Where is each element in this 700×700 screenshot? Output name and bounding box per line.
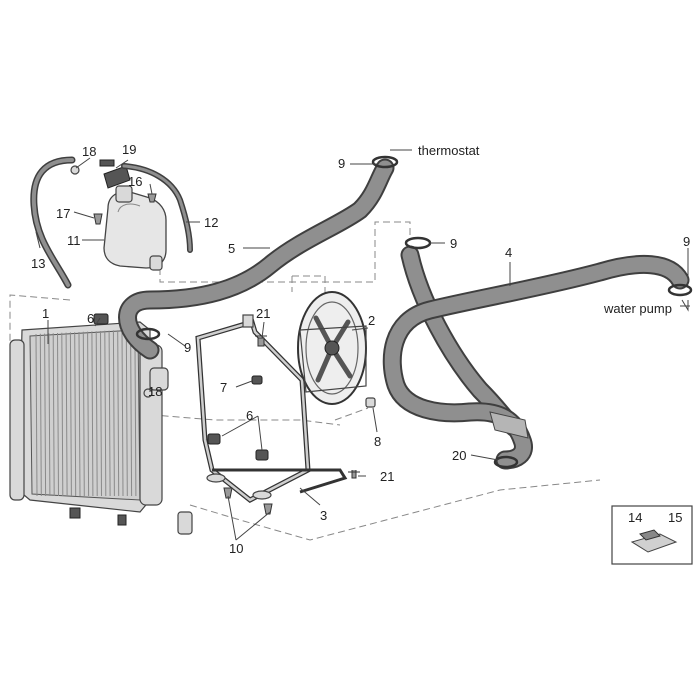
label-part-12: 12 — [204, 215, 218, 230]
radiator — [9, 321, 193, 535]
label-part-10: 10 — [229, 541, 243, 556]
hose-4 — [382, 245, 690, 470]
label-part-18-tank: 18 — [82, 144, 96, 159]
screw-10-left — [223, 487, 233, 499]
radiator-core-fins — [35, 329, 137, 497]
label-part-6-frame: 6 — [246, 408, 253, 423]
label-part-9-water-pump: 9 — [683, 234, 690, 249]
inset-detail-box — [611, 505, 693, 565]
label-part-21-top: 21 — [256, 306, 270, 321]
callout-thermostat: thermostat — [418, 143, 480, 158]
clamp-9-water-pump — [667, 283, 693, 297]
radiator-fin — [78, 331, 81, 497]
label-part-18-radiator: 18 — [148, 384, 162, 399]
radiator-fin — [57, 332, 59, 497]
radiator-fin — [108, 330, 111, 497]
label-part-11: 11 — [67, 233, 81, 248]
rubber-grommet-6b — [255, 449, 269, 461]
label-part-7: 7 — [220, 380, 227, 395]
label-part-19: 19 — [122, 142, 136, 157]
radiator-fin — [39, 333, 42, 497]
screw-21-bottom — [348, 470, 360, 479]
radiator-fin — [104, 330, 107, 497]
breather-hose-12 — [121, 163, 193, 253]
radiator-fin — [44, 333, 47, 497]
label-part-21-bottom: 21 — [380, 469, 394, 484]
label-part-9-hose4: 9 — [450, 236, 457, 251]
radiator-fin — [134, 329, 137, 497]
spacer-8 — [365, 397, 376, 408]
radiator-fin — [74, 332, 77, 497]
screw-17 — [93, 213, 103, 225]
part-labels: 1 2 3 4 5 6 6 7 8 9 9 9 9 10 11 12 13 14… — [31, 142, 690, 556]
overflow-hose-13 — [30, 156, 76, 289]
radiator-fin — [91, 331, 94, 497]
radiator-fin — [87, 331, 90, 497]
callout-water-pump: water pump — [603, 301, 672, 316]
spacer-7 — [251, 375, 263, 385]
label-part-6-radiator: 6 — [87, 311, 94, 326]
radiator-fin — [121, 329, 124, 497]
plug-18-tank — [70, 165, 80, 175]
radiator-mount-frame — [195, 314, 348, 503]
expansion-tank — [99, 159, 167, 271]
rubber-grommet-6a — [207, 433, 221, 445]
label-part-9-radiator: 9 — [184, 340, 191, 355]
label-part-1: 1 — [42, 306, 49, 321]
radiator-fin — [100, 330, 102, 497]
label-part-8: 8 — [374, 434, 381, 449]
radiator-fin — [65, 332, 68, 497]
cooling-fan — [297, 291, 367, 405]
radiator-fin — [130, 329, 133, 497]
label-part-15: 15 — [668, 510, 682, 525]
radiator-fin — [117, 330, 120, 497]
radiator-fin — [95, 331, 98, 497]
radiator-fin — [61, 332, 64, 497]
label-part-16: 16 — [128, 174, 142, 189]
label-part-9-thermostat: 9 — [338, 156, 345, 171]
radiator-fin — [48, 333, 51, 497]
radiator-fin — [69, 332, 72, 497]
label-part-17: 17 — [56, 206, 70, 221]
label-part-20: 20 — [452, 448, 466, 463]
label-part-4: 4 — [505, 245, 512, 260]
clamp-9-thermostat — [371, 155, 399, 169]
label-part-2: 2 — [368, 313, 375, 328]
hose-5 — [118, 158, 395, 360]
screw-10-right — [263, 503, 273, 515]
leader-lines — [35, 149, 690, 541]
radiator-fin — [112, 330, 115, 497]
label-part-14: 14 — [628, 510, 642, 525]
screw-16 — [147, 193, 157, 203]
radiator-fin — [82, 331, 85, 497]
radiator-fin — [125, 329, 128, 497]
label-part-5: 5 — [228, 241, 235, 256]
label-part-3: 3 — [320, 508, 327, 523]
radiator-fin — [52, 333, 55, 497]
clamp-9-radiator — [135, 327, 161, 341]
clamp-9-hose4 — [404, 236, 432, 250]
radiator-fin — [35, 333, 38, 497]
clamp-20 — [493, 455, 519, 469]
label-part-13: 13 — [31, 256, 45, 271]
rubber-grommet-6-radiator — [93, 313, 109, 325]
